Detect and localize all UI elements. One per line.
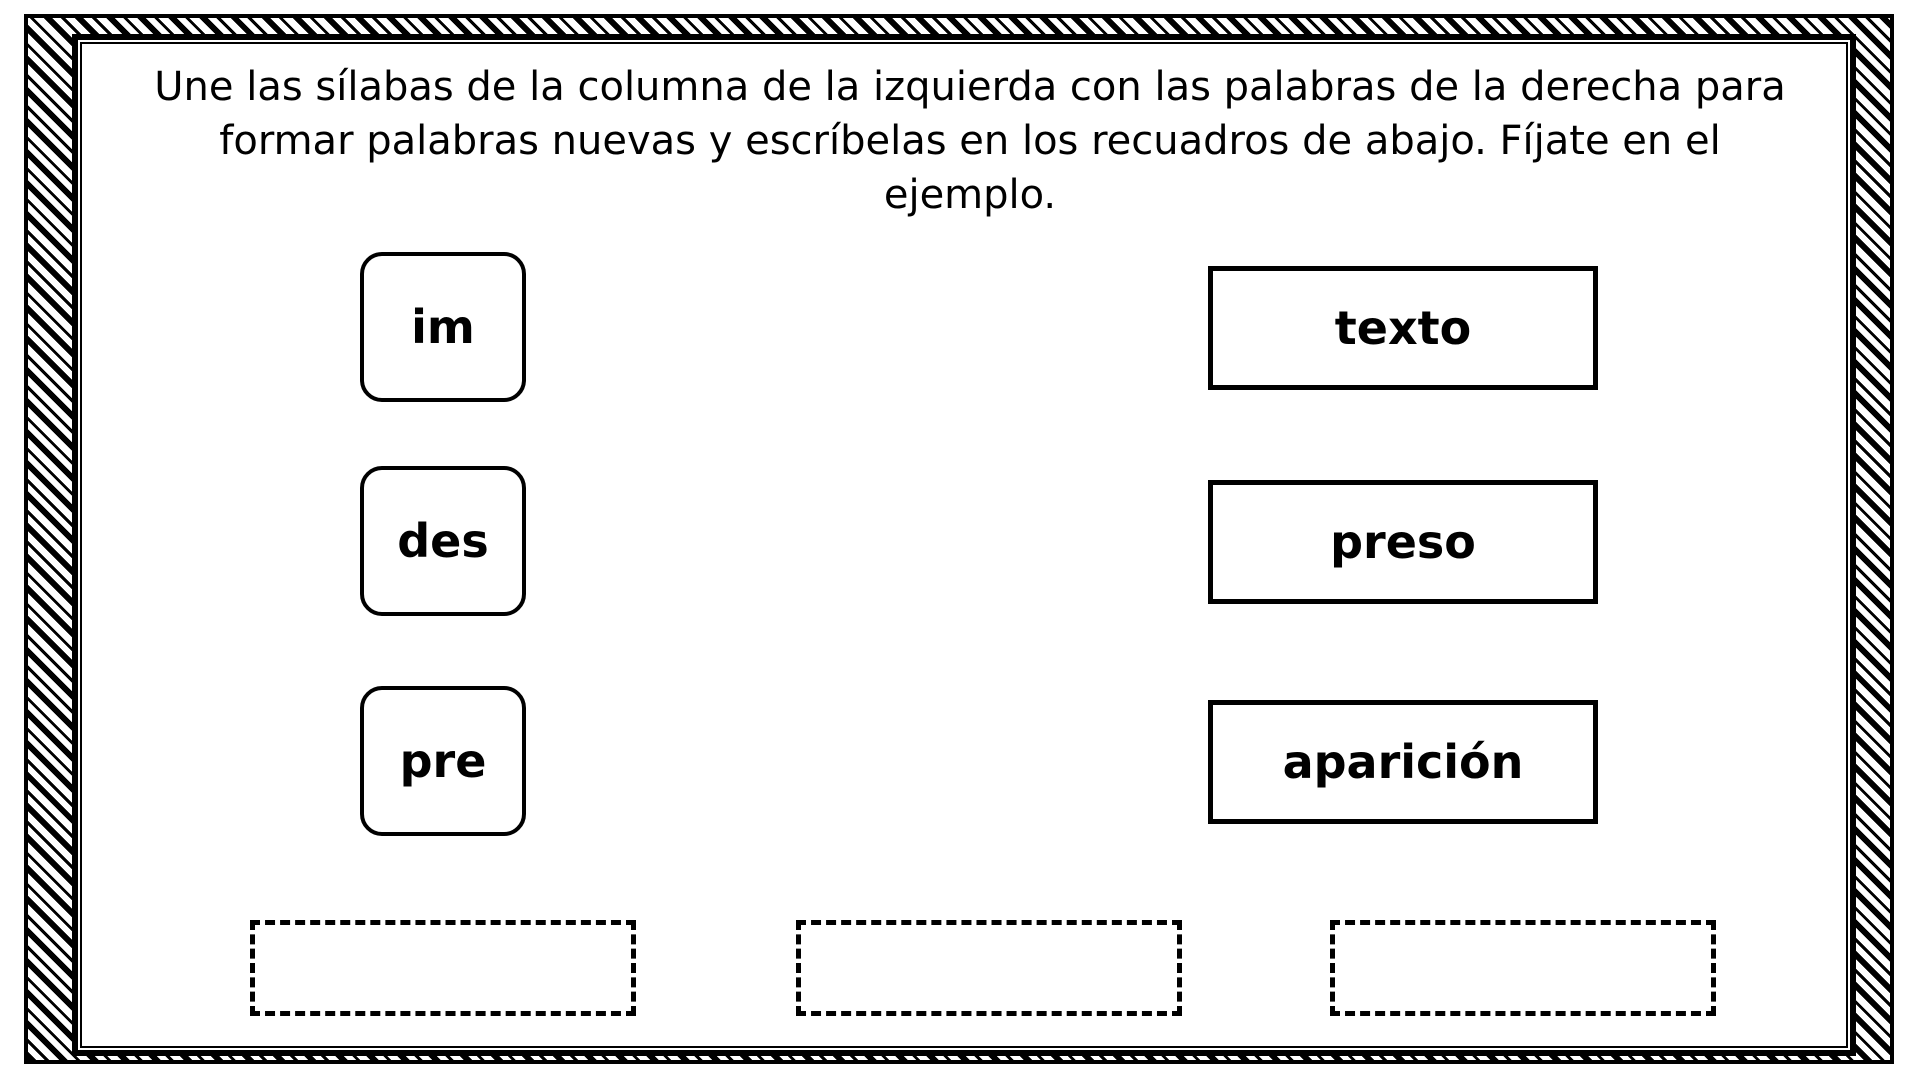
word-card-texto[interactable]: texto [1208,266,1598,390]
word-card-preso[interactable]: preso [1208,480,1598,604]
answer-box-2[interactable] [796,920,1182,1016]
syllable-card-pre[interactable]: pre [360,686,526,836]
instructions-text: Une las sílabas de la columna de la izqu… [154,64,1786,218]
syllable-card-im[interactable]: im [360,252,526,402]
syllable-card-des[interactable]: des [360,466,526,616]
answer-box-1[interactable] [250,920,636,1016]
word-card-aparicion[interactable]: aparición [1208,700,1598,824]
answer-box-3[interactable] [1330,920,1716,1016]
